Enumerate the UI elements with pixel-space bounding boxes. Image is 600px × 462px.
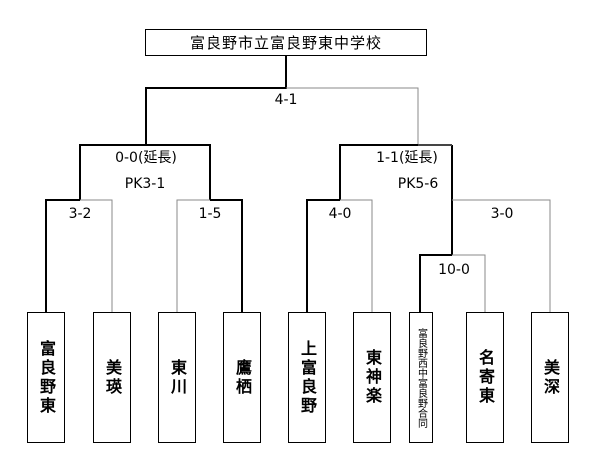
bracket-line-qf2-right: [210, 199, 243, 312]
team-box: 東神楽: [353, 312, 391, 443]
team-box: 上富良野: [288, 312, 326, 443]
bracket-line-qf4-right: [452, 199, 551, 312]
bracket-line-final-left: [145, 56, 287, 145]
bracket-line-semi-left: [79, 144, 211, 200]
score-qf2: 1-5: [198, 206, 222, 222]
team-name: 富良野東: [37, 339, 56, 416]
team-name: 名寄東: [476, 349, 495, 406]
team-box: 富良野西中富良野合同: [409, 312, 433, 443]
team-box: 美深: [531, 312, 569, 443]
score-semi-left: 0-0(延長): [115, 150, 177, 166]
score-semi-left-pk: PK3-1: [124, 176, 166, 192]
score-qf4: 3-0: [490, 206, 514, 222]
bracket-line-final-right: [286, 87, 419, 145]
team-name: 鷹栖: [233, 358, 252, 397]
team-name: 美深: [541, 358, 560, 397]
bracket-line-r1-right: [452, 254, 486, 312]
bracket-line-qf1-left: [45, 199, 80, 312]
score-semi-right-pk: PK5-6: [397, 176, 439, 192]
score-r1: 10-0: [438, 262, 470, 278]
bracket-line-qf3-left: [306, 199, 340, 312]
team-box: 名寄東: [466, 312, 504, 443]
bracket-line-qf3-right: [340, 199, 373, 312]
team-box: 鷹栖: [223, 312, 261, 443]
team-box: 美瑛: [93, 312, 131, 443]
bracket-line-qf2-left: [176, 199, 210, 312]
bracket-line-semi-right-a: [339, 144, 452, 200]
score-qf1: 3-2: [68, 206, 92, 222]
team-name: 上富良野: [298, 339, 317, 416]
score-final: 4-1: [274, 92, 298, 108]
team-box: 東川: [158, 312, 196, 443]
score-qf3: 4-0: [328, 206, 352, 222]
team-name: 富良野西中富良野合同: [415, 327, 427, 428]
team-name: 東神楽: [363, 349, 382, 406]
team-name: 東川: [168, 358, 187, 397]
bracket-line-r1-left: [419, 254, 452, 312]
score-semi-right: 1-1(延長): [376, 150, 438, 166]
champion-title: 富良野市立富良野東中学校: [145, 29, 427, 56]
team-box: 富良野東: [27, 312, 65, 443]
bracket-line-qf1-right: [80, 199, 113, 312]
team-name: 美瑛: [103, 358, 122, 397]
